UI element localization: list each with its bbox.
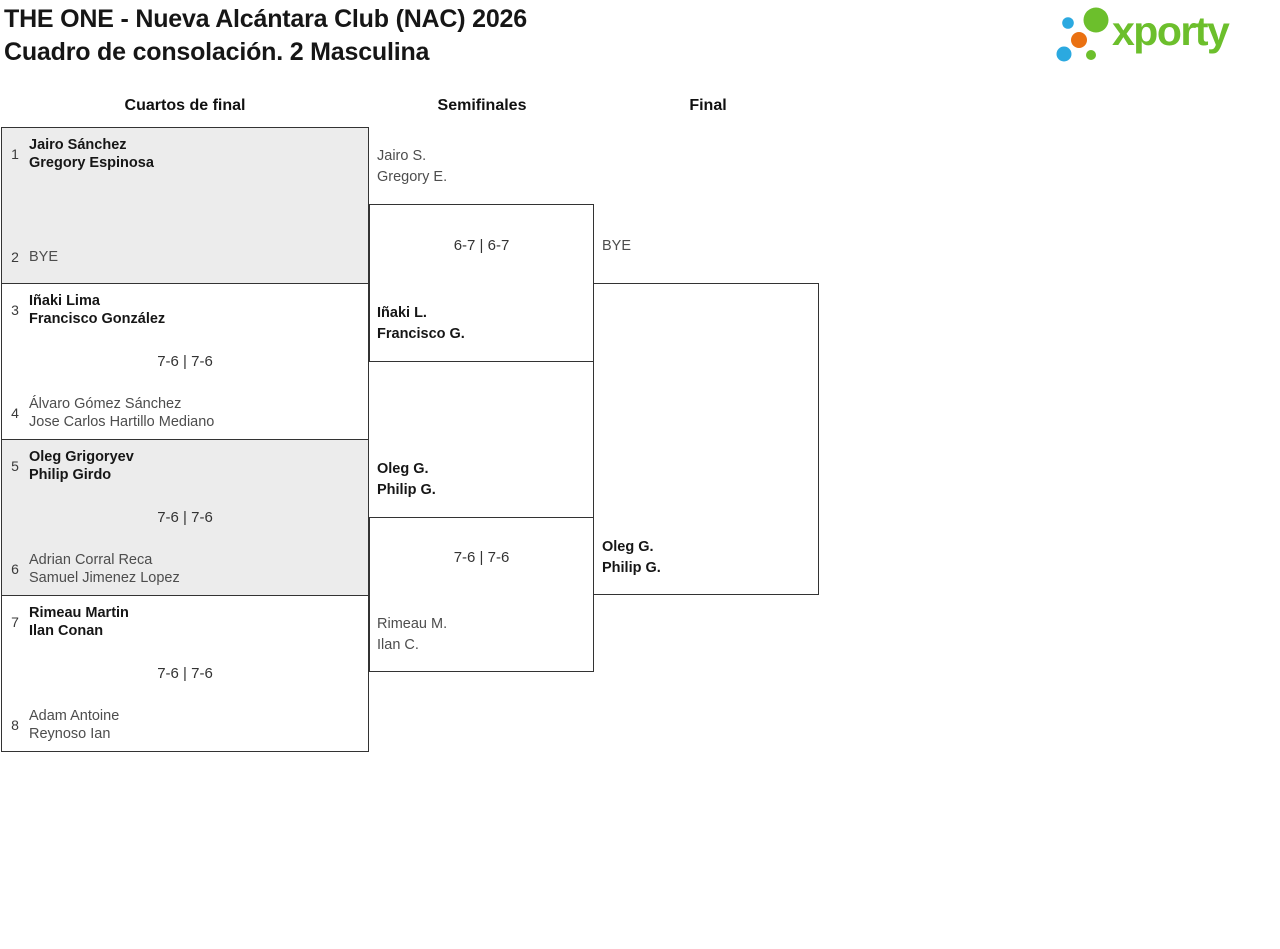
xporty-logo: xporty [1046, 0, 1276, 68]
match-final[interactable] [593, 283, 819, 595]
team-jairo-gregory: Jairo Sánchez Gregory Espinosa [29, 136, 362, 172]
semifinal2-score: 7-6 | 7-6 [453, 549, 510, 566]
team-alvaro-josecarlos: Álvaro Gómez Sánchez Jose Carlos Hartill… [29, 395, 362, 431]
player-name: Iñaki L. [377, 305, 427, 321]
match-score: 7-6 | 7-6 [157, 509, 213, 526]
player-name: Adrian Corral Reca [29, 552, 153, 568]
semifinal1-team2: Iñaki L. Francisco G. [377, 303, 465, 345]
match-score: 7-6 | 7-6 [157, 353, 213, 370]
player-name: Ilan Conan [29, 623, 104, 639]
team-adam-reynoso: Adam Antoine Reynoso Ian [29, 707, 362, 743]
player-name: BYE [29, 249, 59, 265]
player-name: Francisco G. [377, 326, 465, 342]
player-name: Reynoso Ian [29, 726, 111, 742]
seed-number-8: 8 [11, 717, 19, 733]
round-header-final: Final [689, 97, 727, 114]
semifinal2-team1: Oleg G. Philip G. [377, 459, 436, 501]
match-quarterfinal-3[interactable]: 5 Oleg Grigoryev Philip Girdo 7-6 | 7-6 … [1, 439, 369, 596]
seed-number-6: 6 [11, 561, 19, 577]
round-header-semifinals: Semifinales [437, 97, 527, 114]
player-name: Oleg G. [602, 539, 654, 555]
round-header-quarterfinals: Cuartos de final [124, 97, 246, 114]
seed-number-5: 5 [11, 458, 19, 474]
player-name: Rimeau M. [377, 616, 448, 632]
semifinal1-score: 6-7 | 6-7 [453, 237, 510, 254]
page-title: THE ONE - Nueva Alcántara Club (NAC) 202… [4, 3, 527, 69]
team-rimeau-ilan: Rimeau Martin Ilan Conan [29, 604, 362, 640]
seed-number-3: 3 [11, 302, 19, 318]
player-name: Iñaki Lima [29, 293, 100, 309]
player-name: Oleg G. [377, 461, 429, 477]
player-name: Jairo Sánchez [29, 137, 127, 153]
player-name: Adam Antoine [29, 708, 120, 724]
logo-wordmark: xporty [1112, 8, 1230, 54]
player-name: Jairo S. [377, 148, 427, 164]
seed-number-1: 1 [11, 146, 19, 162]
player-name: Oleg Grigoryev [29, 449, 134, 465]
player-name: Samuel Jimenez Lopez [29, 570, 180, 586]
final-team1: BYE [602, 236, 631, 257]
logo-dots-icon [1056, 7, 1109, 62]
player-name: BYE [602, 238, 632, 254]
seed-number-7: 7 [11, 614, 19, 630]
player-name: Philip G. [377, 482, 436, 498]
player-name: Álvaro Gómez Sánchez [29, 396, 182, 412]
player-name: Philip Girdo [29, 467, 112, 483]
match-quarterfinal-1[interactable]: 1 Jairo Sánchez Gregory Espinosa 2 BYE [1, 127, 369, 284]
final-team2: Oleg G. Philip G. [602, 537, 661, 579]
player-name: Philip G. [602, 560, 661, 576]
seed-number-4: 4 [11, 405, 19, 421]
match-quarterfinal-2[interactable]: 3 Iñaki Lima Francisco González 7-6 | 7-… [1, 283, 369, 440]
player-name: Gregory E. [377, 169, 448, 185]
seed-number-2: 2 [11, 249, 19, 265]
player-name: Jose Carlos Hartillo Mediano [29, 414, 215, 430]
team-inaki-francisco: Iñaki Lima Francisco González [29, 292, 362, 328]
team-bye: BYE [29, 239, 362, 275]
semifinal1-team1: Jairo S. Gregory E. [377, 146, 447, 188]
match-quarterfinal-4[interactable]: 7 Rimeau Martin Ilan Conan 7-6 | 7-6 8 A… [1, 595, 369, 752]
player-name: Francisco González [29, 311, 166, 327]
team-oleg-philip: Oleg Grigoryev Philip Girdo [29, 448, 362, 484]
player-name: Ilan C. [377, 637, 419, 653]
match-score: 7-6 | 7-6 [157, 665, 213, 682]
player-name: Gregory Espinosa [29, 155, 154, 171]
team-adrian-samuel: Adrian Corral Reca Samuel Jimenez Lopez [29, 551, 362, 587]
draw-name: Cuadro de consolación. 2 Masculina [4, 38, 430, 66]
tournament-name: THE ONE - Nueva Alcántara Club (NAC) 202… [4, 5, 527, 33]
player-name: Rimeau Martin [29, 605, 129, 621]
semifinal2-team2: Rimeau M. Ilan C. [377, 614, 447, 656]
